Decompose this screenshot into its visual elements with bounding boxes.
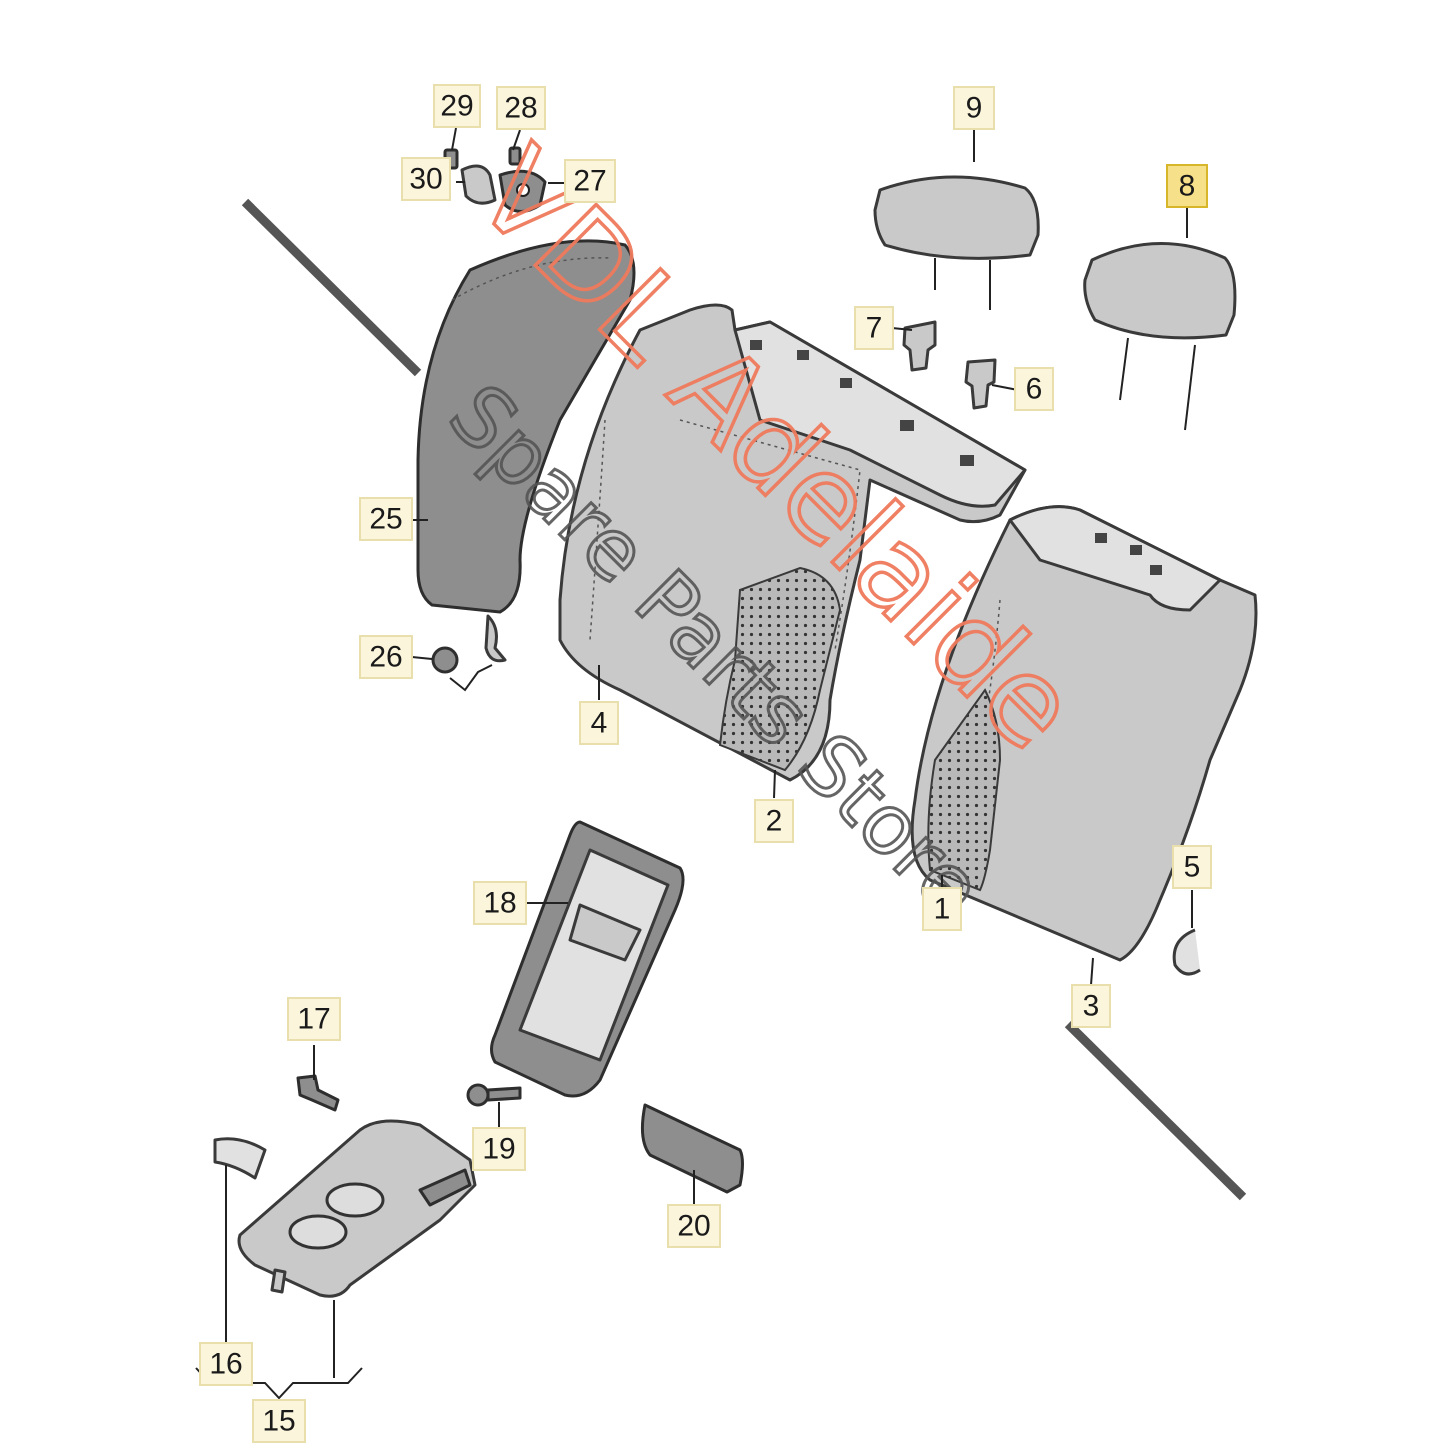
svg-text:5: 5 [1184, 851, 1201, 884]
part-3-backrest-cover-right [910, 505, 1258, 962]
svg-text:7: 7 [866, 312, 883, 345]
svg-text:29: 29 [440, 90, 473, 123]
part-25-side-bolster [416, 239, 636, 663]
svg-text:8: 8 [1179, 170, 1196, 203]
svg-text:3: 3 [1083, 990, 1100, 1023]
svg-text:16: 16 [209, 1348, 242, 1381]
svg-text:30: 30 [409, 163, 442, 196]
part-20-trim-cover [640, 1103, 744, 1194]
callout-1: 1 [922, 887, 962, 931]
svg-text:17: 17 [297, 1003, 330, 1036]
part-16-trim-piece [213, 1137, 267, 1180]
callout-30: 30 [401, 157, 451, 201]
callout-16: 16 [199, 1342, 253, 1386]
watermark-bar-top-left [241, 198, 422, 377]
callout-15: 15 [252, 1399, 306, 1443]
part-8-headrest [1083, 242, 1237, 431]
watermark-bar-bottom-right [1064, 1020, 1247, 1201]
part-4-backrest-cover-left [558, 303, 1027, 782]
callout-17: 17 [287, 997, 341, 1041]
svg-text:6: 6 [1026, 373, 1043, 406]
callout-18: 18 [473, 881, 527, 925]
svg-text:20: 20 [677, 1210, 710, 1243]
svg-text:25: 25 [369, 503, 402, 536]
svg-text:1: 1 [934, 893, 951, 926]
callout-26: 26 [359, 635, 413, 679]
callout-25: 25 [359, 497, 413, 541]
callout-29: 29 [433, 84, 481, 128]
part-1-foam-pad-right [927, 688, 1002, 892]
callout-6: 6 [1014, 367, 1054, 411]
part-7-guide-sleeve [902, 320, 937, 372]
part-15-armrest-cupholder [237, 1119, 477, 1298]
part-26-clip [431, 646, 493, 692]
svg-text:28: 28 [504, 92, 537, 125]
part-19-bolt [466, 1083, 522, 1107]
callout-19: 19 [472, 1127, 526, 1171]
svg-text:19: 19 [482, 1133, 515, 1166]
callout-9: 9 [953, 86, 995, 130]
callout-27: 27 [564, 159, 616, 203]
callout-7: 7 [854, 306, 894, 350]
svg-text:18: 18 [483, 887, 516, 920]
callout-3: 3 [1071, 984, 1111, 1028]
callout-4: 4 [579, 701, 619, 745]
callout-5: 5 [1172, 845, 1212, 889]
callout-20: 20 [667, 1204, 721, 1248]
part-18-armrest-frame [490, 820, 685, 1098]
part-5-clip-ring [1172, 928, 1201, 976]
svg-text:15: 15 [262, 1405, 295, 1438]
part-27-30-latch [443, 146, 547, 213]
svg-text:4: 4 [591, 707, 608, 740]
part-17-bolt [296, 1074, 340, 1112]
callout-28: 28 [496, 86, 546, 130]
part-2-foam-pad-left [718, 566, 842, 772]
svg-text:9: 9 [966, 92, 983, 125]
part-6-guide-sleeve [964, 358, 997, 410]
svg-text:27: 27 [573, 165, 606, 198]
part-9-headrest [873, 175, 1040, 310]
svg-text:2: 2 [766, 805, 783, 838]
callout-8: 8 [1166, 164, 1208, 208]
callout-2: 2 [754, 799, 794, 843]
svg-text:26: 26 [369, 641, 402, 674]
